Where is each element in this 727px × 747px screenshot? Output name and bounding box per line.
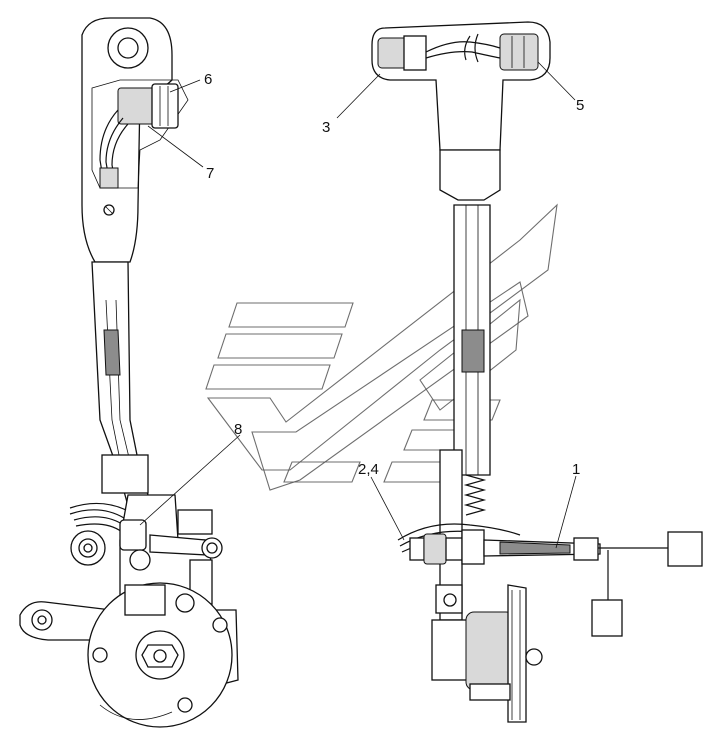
return-spring	[463, 474, 487, 516]
leader-lines	[139, 61, 577, 549]
callout-2-4: 2,4	[358, 461, 379, 478]
right-lever-assembly	[371, 21, 703, 723]
actuator-body	[431, 619, 471, 681]
callout-3: 3	[322, 119, 330, 136]
watermark-logo	[205, 203, 558, 491]
callout-1: 1	[572, 461, 580, 478]
wire-harness-8	[69, 502, 127, 533]
connector-plug-lower	[591, 599, 623, 637]
pulley-disc	[507, 584, 527, 723]
pivot-eye-inner	[117, 37, 139, 59]
switch-5	[499, 33, 539, 71]
callout-5: 5	[576, 97, 584, 114]
left-lever-assembly	[19, 17, 239, 728]
callout-8: 8	[234, 421, 242, 438]
connector-plug-upper	[667, 531, 703, 567]
shaft-grip-hatching	[103, 329, 121, 376]
wire-bundle-7	[99, 109, 129, 187]
handle-wiring	[425, 33, 501, 63]
callout-7: 7	[206, 165, 214, 182]
callouts: 6 7 3 5 8 2,4 1	[204, 71, 584, 478]
callout-6: 6	[204, 71, 212, 88]
